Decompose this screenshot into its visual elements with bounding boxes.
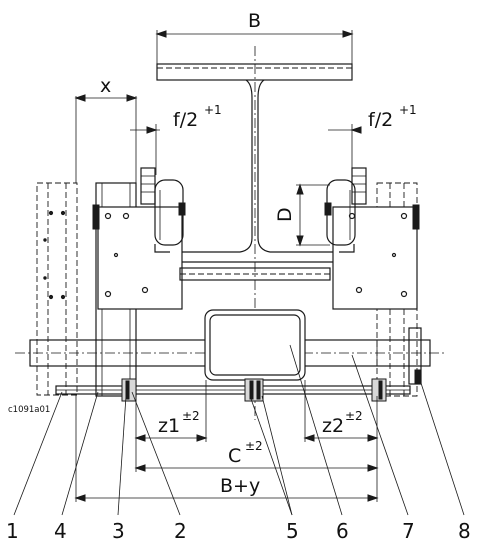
right-wheel-assembly [324, 167, 367, 253]
callout-8: 8 [458, 519, 471, 543]
callout-2: 2 [174, 519, 187, 543]
dimension-z1: z1 ±2 [134, 380, 208, 442]
dimension-b-plus-y: B+y [74, 395, 379, 502]
drawing-code: c1091a01 [8, 405, 50, 415]
dim-c-label: C [228, 445, 241, 467]
dim-x-label: x [100, 75, 111, 97]
dim-z1-tol: ±2 [182, 409, 200, 423]
right-side-plate [332, 204, 420, 310]
beam-top-flange [156, 63, 353, 81]
dimension-x: x [74, 75, 138, 183]
beam-web [155, 79, 353, 263]
callout-4: 4 [54, 519, 67, 543]
dimension-z2: z2 ±2 [303, 380, 379, 442]
callout-7: 7 [402, 519, 415, 543]
dim-f-left-label: f/2 [173, 109, 198, 131]
dim-b-plus-y-label: B+y [220, 475, 260, 497]
dimension-b: B [155, 10, 354, 64]
dim-b-label: B [248, 10, 261, 32]
left-wheel-assembly [140, 167, 186, 253]
callout-numbers: 1 4 3 2 5 6 7 8 [6, 519, 471, 543]
leader-lines [13, 344, 465, 516]
dimension-f-left: f/2 +1 [130, 103, 222, 175]
dim-d-label: D [274, 207, 296, 222]
dim-f-right-label: f/2 [368, 109, 393, 131]
left-side-plate [92, 182, 183, 397]
callout-3: 3 [112, 519, 125, 543]
left-back-frame [36, 182, 78, 396]
dimension-f-right: f/2 +1 [328, 103, 417, 175]
spacer-bar [55, 327, 422, 402]
callout-1: 1 [6, 519, 19, 543]
dim-f-left-tol: +1 [204, 103, 222, 117]
callout-6: 6 [336, 519, 349, 543]
dim-z2-tol: ±2 [345, 409, 363, 423]
dim-f-right-tol: +1 [399, 103, 417, 117]
callout-5: 5 [286, 519, 299, 543]
dim-z1-label: z1 [158, 415, 180, 437]
dimension-d: D [274, 183, 330, 247]
dim-c-tol: ±2 [245, 439, 263, 453]
dim-z2-label: z2 [322, 415, 344, 437]
dimension-c: C ±2 [134, 439, 379, 472]
